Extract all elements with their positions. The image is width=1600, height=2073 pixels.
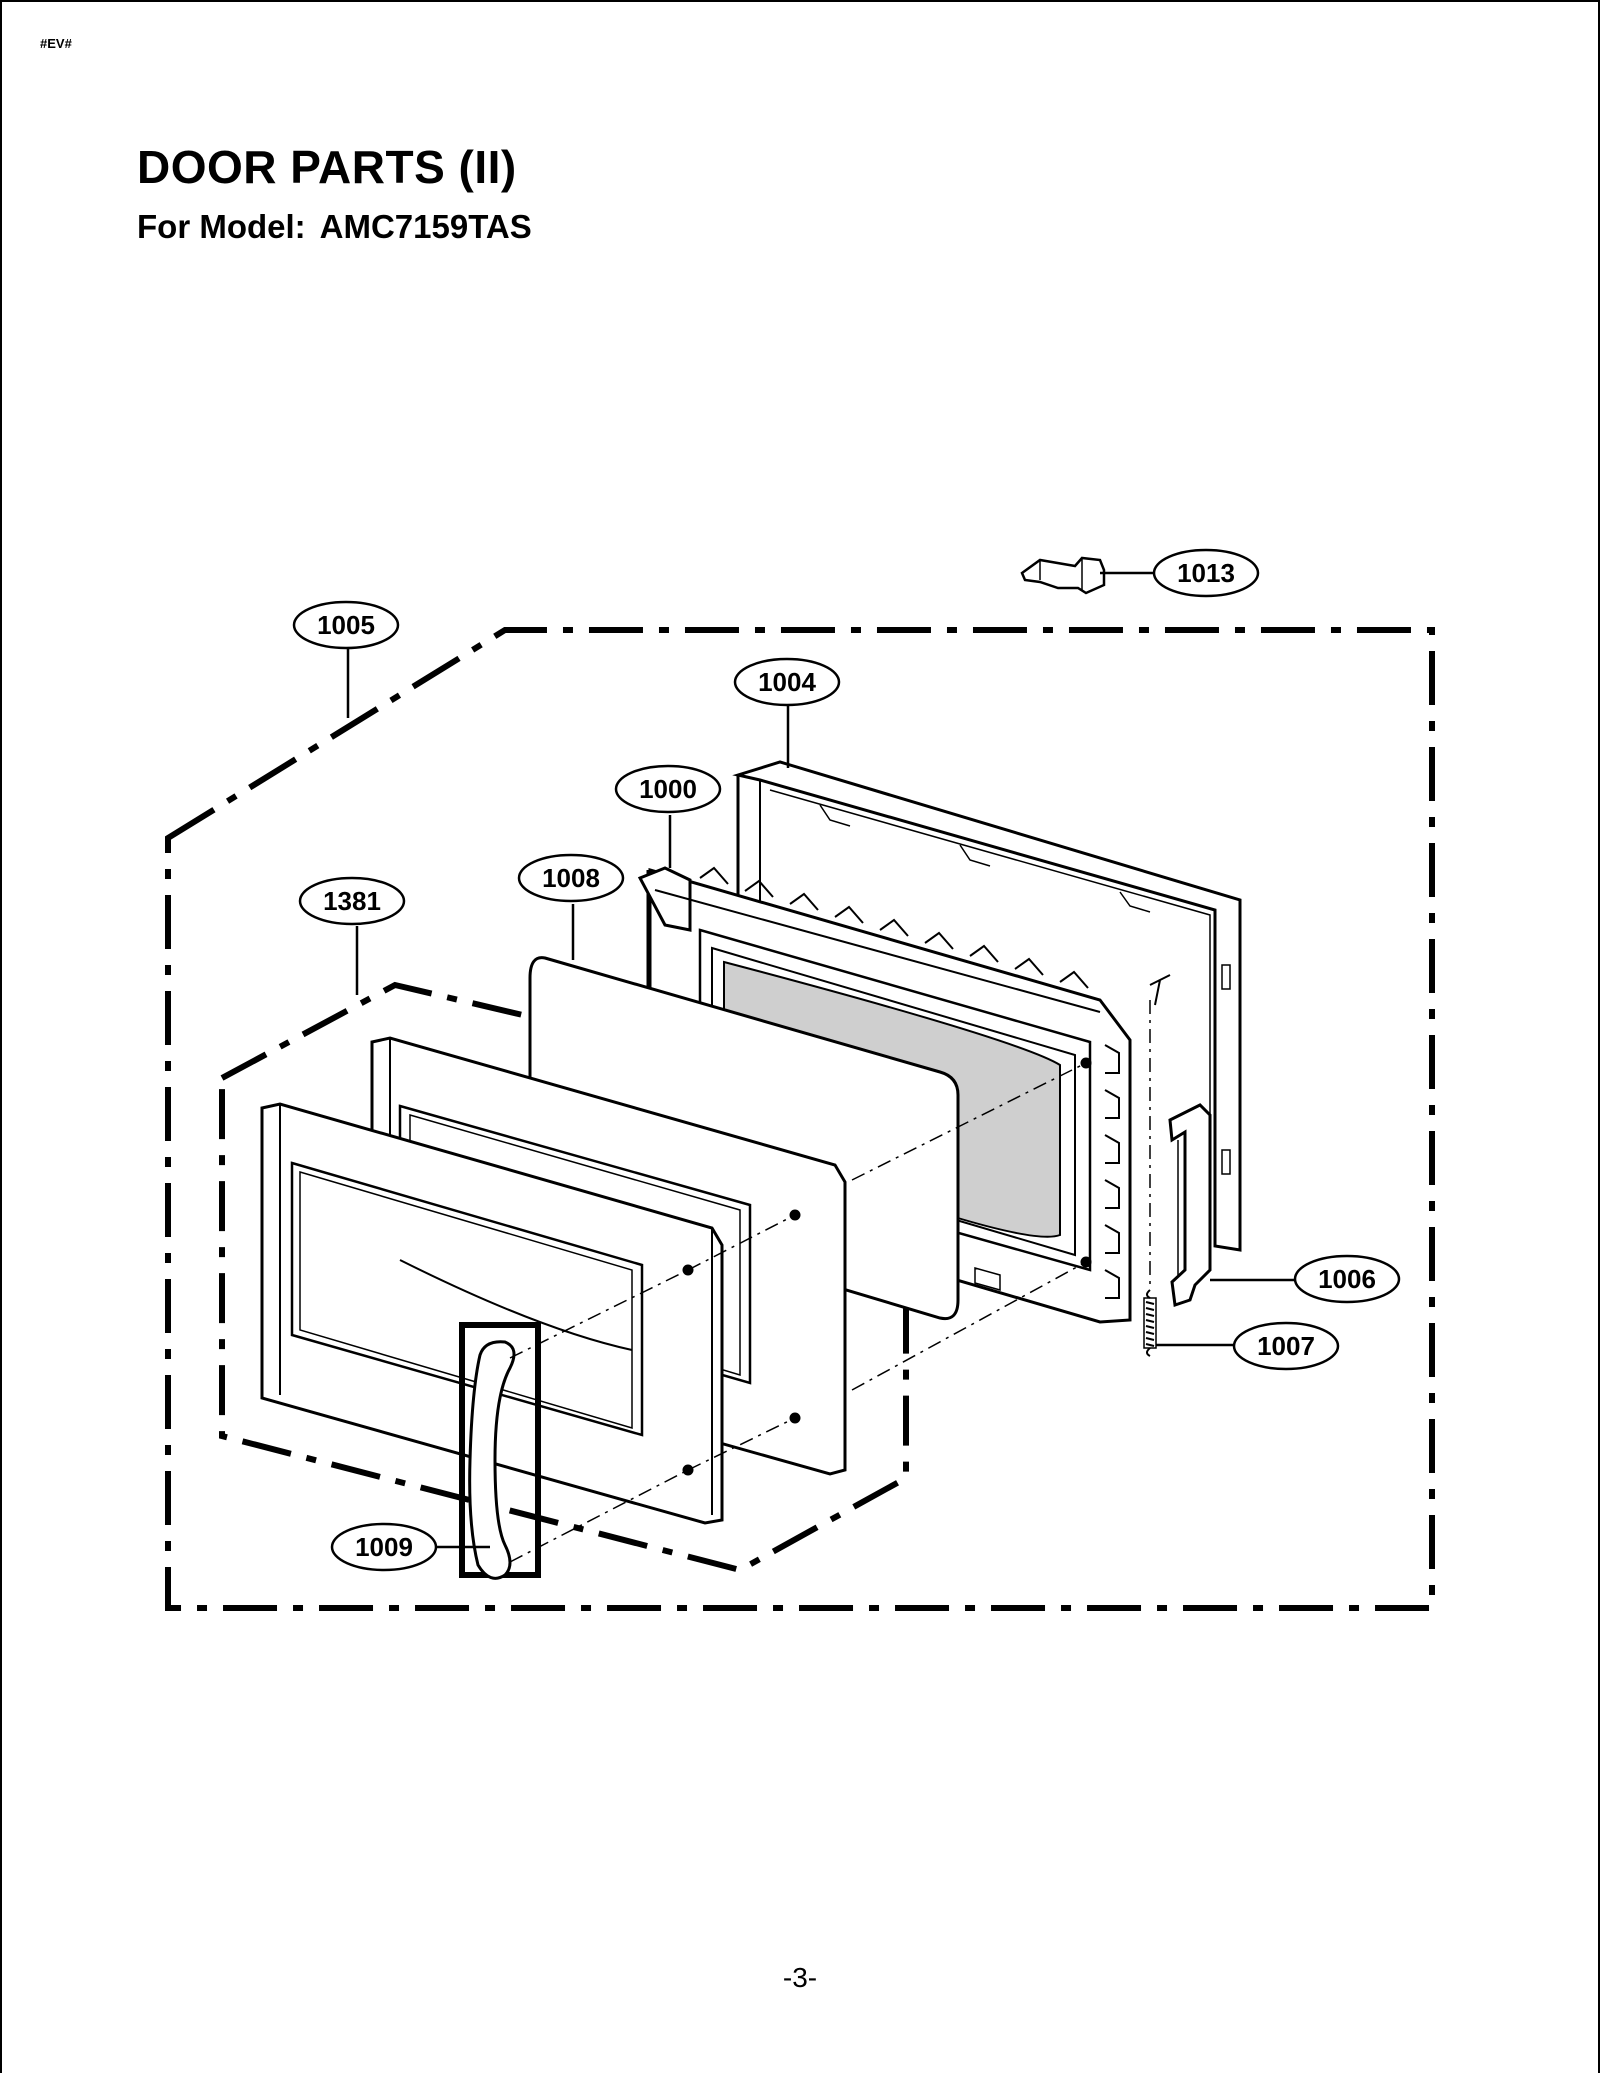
callout-1013: 1013 [1152,548,1260,598]
callout-1005: 1005 [292,600,400,650]
callout-1000: 1000 [614,764,722,814]
latch-hook-1006 [1168,1103,1212,1307]
assembly-guide-lines [509,1000,1151,1563]
document-marker: #EV# [40,36,72,51]
callout-label: 1013 [1177,558,1235,588]
callout-label: 1009 [355,1532,413,1562]
page-subtitle: For Model: AMC7159TAS [137,208,532,246]
callout-1004: 1004 [733,657,841,707]
page-border-left [0,0,2,2073]
callout-label: 1005 [317,610,375,640]
callout-1381: 1381 [298,876,406,926]
page-title: DOOR PARTS (II) [137,141,517,193]
assembly-boundary-1005 [165,627,1435,1611]
callout-label: 1000 [639,774,697,804]
latch-spring-1007 [1143,1289,1157,1357]
callout-label: 1004 [758,667,816,697]
callout-1008: 1008 [517,853,625,903]
page-border-top [0,0,1600,2]
callout-label: 1381 [323,886,381,916]
callout-1007: 1007 [1232,1321,1340,1371]
callout-1009: 1009 [330,1522,438,1572]
door-frame-front-1381 [260,1102,724,1525]
latch-key-1013 [1020,556,1106,595]
callout-label: 1008 [542,863,600,893]
model-number: AMC7159TAS [319,208,532,245]
assembly-boundary-1381 [219,981,909,1574]
page-number: -3- [782,1962,818,1993]
model-label: For Model: [137,208,306,245]
page-border-right [1598,0,1600,2073]
door-handle-1009 [459,1322,541,1580]
callout-label: 1007 [1257,1331,1315,1361]
callout-label: 1006 [1318,1264,1376,1294]
callout-1006: 1006 [1293,1254,1401,1304]
